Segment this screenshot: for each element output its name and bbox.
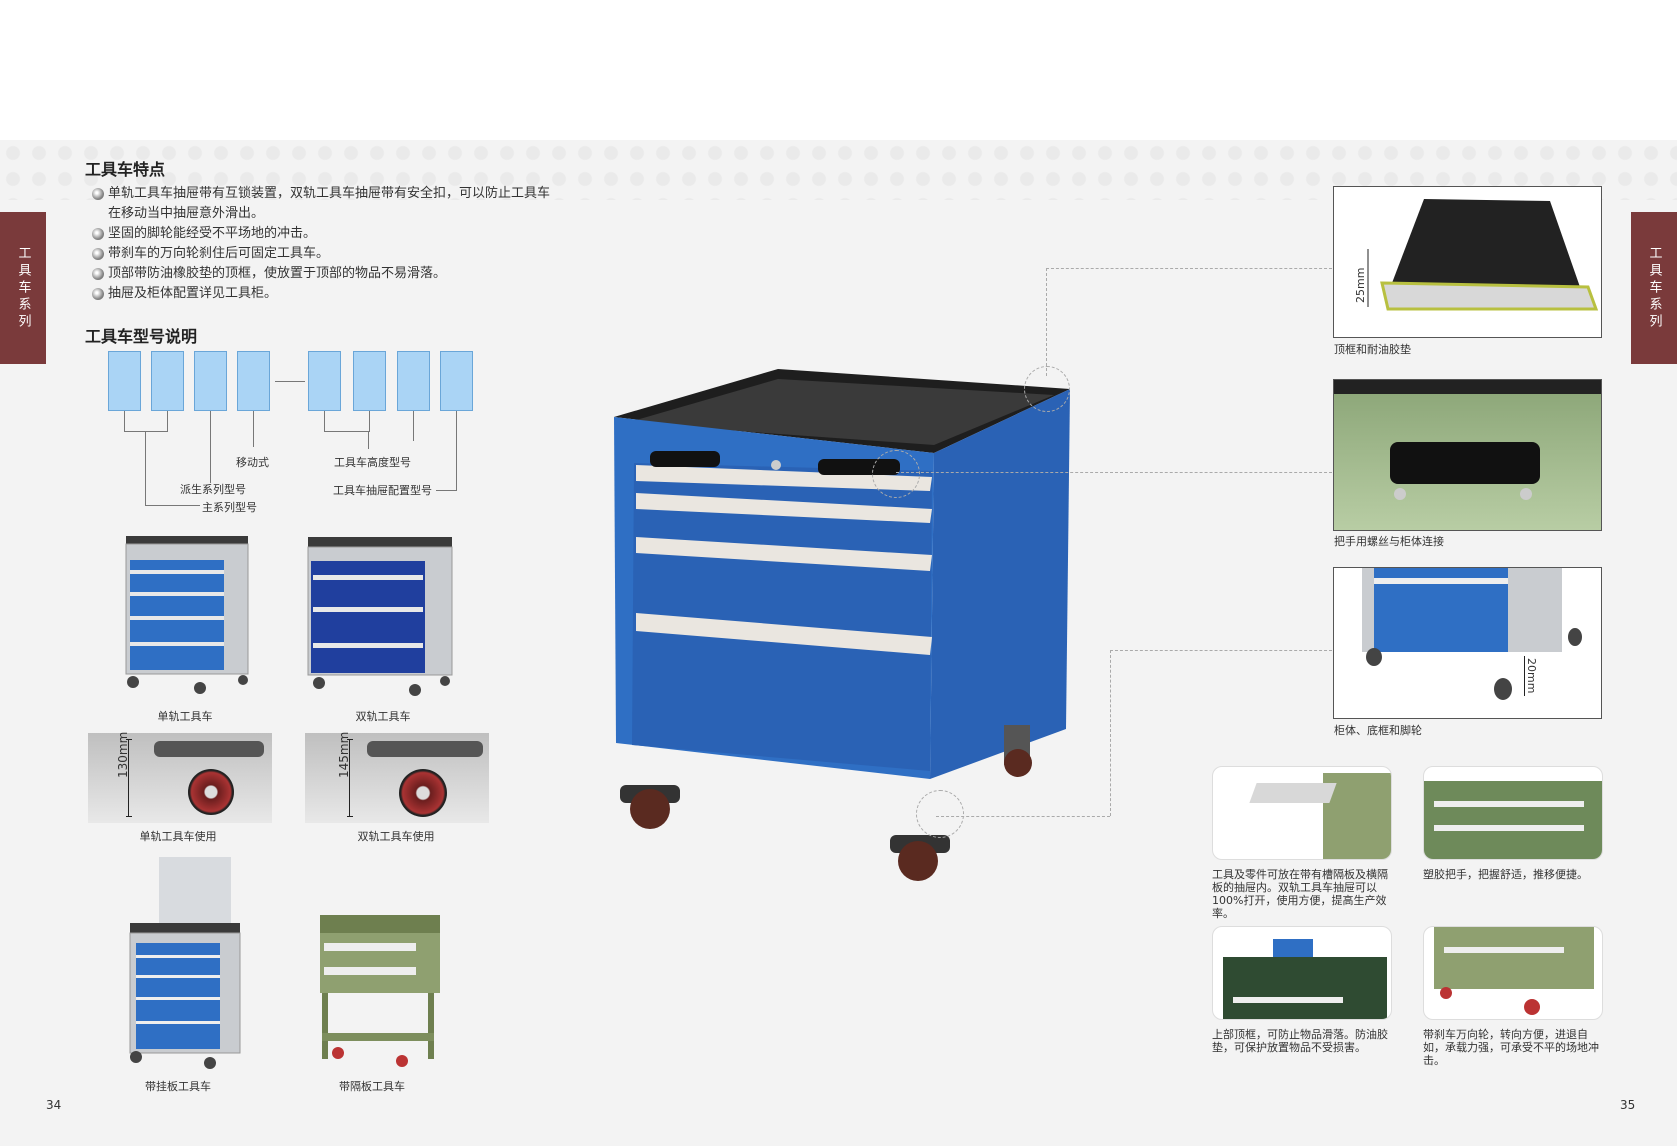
code-box [108, 351, 141, 411]
feature-item: 带刹车的万向轮刹住后可固定工具车。 [90, 244, 560, 264]
page-number-left: 34 [46, 1098, 62, 1112]
handle-photo [1333, 379, 1602, 531]
code-box [440, 351, 473, 411]
code-box [397, 351, 430, 411]
double-rail-cart-image [307, 537, 453, 696]
top-frame-mat-image [1367, 199, 1599, 311]
code-box [353, 351, 386, 411]
bullet-icon [92, 288, 104, 300]
top-frame-photo: 25mm [1333, 186, 1602, 338]
drawer-partition-photo [1212, 766, 1392, 860]
feature-item: 抽屉及柜体配置详见工具柜。 [90, 284, 560, 304]
top-frame-use-photo [1212, 926, 1392, 1020]
bullet-icon [92, 228, 104, 240]
pegboard-cart-image [129, 857, 241, 1069]
feature-item: 顶部带防油橡胶垫的顶框，使放置于顶部的物品不易滑落。 [90, 264, 560, 284]
caster-double-image: 145mm [305, 732, 489, 823]
code-box [151, 351, 184, 411]
plastic-handle-photo [1423, 766, 1603, 860]
main-tool-cart-image [614, 369, 1070, 881]
caster-single-image: 130mm [88, 732, 272, 823]
bullet-icon [92, 248, 104, 260]
code-box [194, 351, 227, 411]
features-title: 工具车特点 [85, 160, 166, 179]
page-number-right: 35 [1620, 1098, 1636, 1112]
model-title: 工具车型号说明 [85, 327, 198, 346]
side-tab-right: 工具车系列 [1631, 212, 1677, 364]
feature-item: 坚固的脚轮能经受不平场地的冲击。 [90, 224, 560, 244]
features-list: 单轨工具车抽屉带有互锁装置，双轨工具车抽屉带有安全扣，可以防止工具车在移动当中抽… [90, 184, 560, 304]
side-tab-left: 工具车系列 [0, 212, 46, 364]
body-frame-photo: 20mm [1333, 567, 1602, 719]
bullet-icon [92, 268, 104, 280]
single-rail-cart-image [125, 536, 249, 694]
partition-cart-image [320, 915, 440, 1067]
code-box [237, 351, 270, 411]
brake-caster-photo [1423, 926, 1603, 1020]
code-box [308, 351, 341, 411]
bullet-icon [92, 188, 104, 200]
feature-item: 单轨工具车抽屉带有互锁装置，双轨工具车抽屉带有安全扣，可以防止工具车在移动当中抽… [90, 184, 560, 224]
